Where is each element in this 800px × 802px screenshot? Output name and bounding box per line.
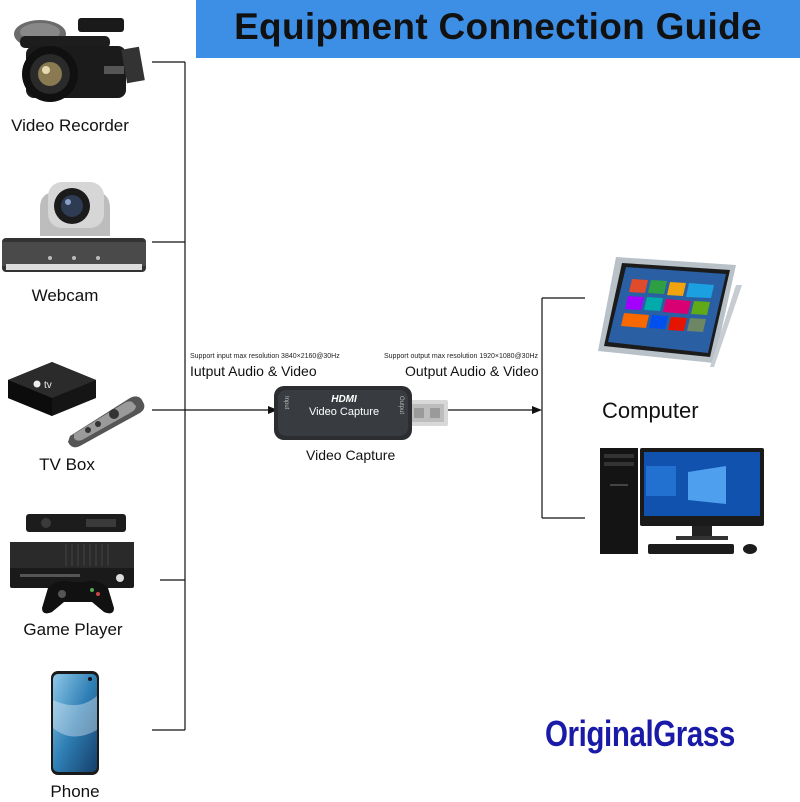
brand-watermark: OriginalGrass	[545, 713, 735, 755]
tv-box-icon: tv	[4, 358, 148, 450]
input-label: Iutput Audio & Video	[190, 363, 317, 379]
port-in-text: Input	[283, 396, 289, 410]
device-brand-text: HDMI	[331, 394, 357, 405]
output-resolution-note: Support output max resolution 1920×1080@…	[384, 353, 538, 360]
webcam-icon	[2, 178, 147, 276]
phone-icon	[50, 670, 100, 776]
output-label: Output Audio & Video	[405, 363, 539, 379]
source-label-game-player: Game Player	[0, 620, 148, 640]
device-caption-text: Video Capture	[309, 406, 379, 418]
hdmi-capture-device-icon: Input Output HDMI Video Capture	[272, 382, 450, 444]
input-resolution-note: Support input max resolution 3840×2160@3…	[190, 353, 340, 360]
camcorder-icon	[6, 8, 156, 113]
source-label-webcam: Webcam	[0, 286, 140, 306]
capture-label: Video Capture	[306, 447, 395, 463]
source-label-phone: Phone	[0, 782, 150, 802]
tv-logo-text: tv	[44, 380, 52, 391]
port-out-text: Output	[398, 396, 404, 414]
source-label-video-recorder: Video Recorder	[0, 116, 145, 136]
source-label-tv-box: TV Box	[0, 455, 142, 475]
game-console-icon	[6, 512, 156, 616]
destination-label: Computer	[602, 398, 699, 424]
tablet-icon	[596, 255, 746, 375]
desktop-computer-icon	[596, 444, 771, 559]
